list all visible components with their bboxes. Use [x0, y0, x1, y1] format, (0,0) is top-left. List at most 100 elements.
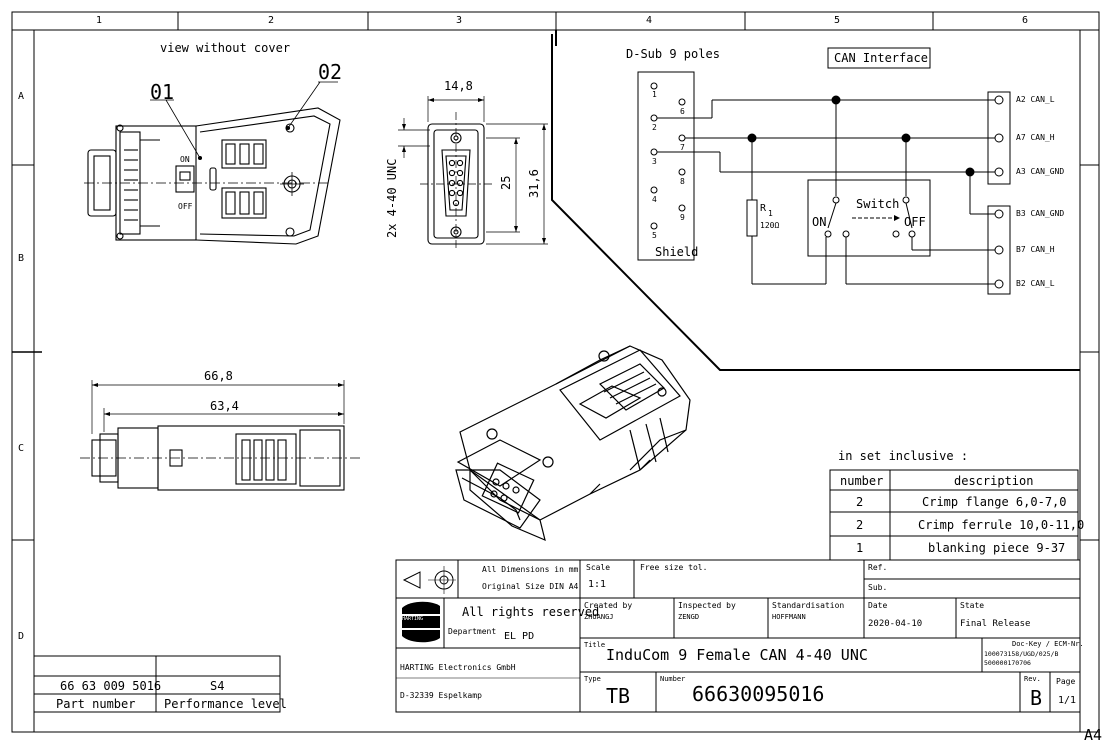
performance-level-value: S4 — [210, 679, 225, 693]
pin-9: 9 — [680, 213, 685, 222]
created-value: ZHUANGJ — [584, 613, 614, 621]
column-label-6: 6 — [1022, 15, 1029, 26]
set-row-2-number: 2 — [856, 518, 864, 532]
free-size-tol: Free size tol. — [640, 563, 708, 572]
department-label: Department — [448, 627, 497, 636]
side-view-drawing — [80, 380, 360, 491]
set-row-1-number: 2 — [856, 495, 864, 509]
performance-level-label: Performance level — [164, 697, 287, 711]
terminal-b3: B3 CAN_GND — [1016, 209, 1065, 218]
set-col-number: number — [840, 474, 884, 488]
switch-off-label: OFF — [904, 215, 926, 229]
inspected-value: ZENGD — [678, 613, 700, 621]
sub-label: Sub. — [868, 583, 888, 592]
created-label: Created by — [584, 601, 633, 610]
pin-4: 4 — [652, 195, 657, 204]
page-value: 1/1 — [1058, 695, 1077, 706]
title-value: InduCom 9 Female CAN 4-40 UNC — [606, 646, 868, 664]
standard-value: HOFFMANN — [772, 613, 806, 621]
dockey-value-2: 500000170706 — [984, 659, 1031, 667]
resistor-value: 120Ω — [760, 221, 780, 230]
dsub-label: D-Sub 9 poles — [626, 47, 720, 61]
can-schematic — [551, 30, 1080, 371]
part-number-value: 66 63 009 5016 — [60, 679, 162, 693]
dim-inner-height: 25 — [499, 175, 513, 190]
set-col-description: description — [954, 474, 1034, 488]
callout-01: 01 — [150, 80, 175, 104]
set-inclusive-title: in set inclusive : — [838, 449, 969, 463]
set-row-2-description: Crimp ferrule 10,0-11,0 — [918, 518, 1085, 532]
terminal-a7: A7 CAN_H — [1016, 133, 1055, 142]
inner-frame — [33, 29, 1081, 733]
ref-label: Ref. — [868, 563, 888, 572]
inspected-label: Inspected by — [678, 601, 736, 610]
terminal-a3: A3 CAN_GND — [1016, 167, 1065, 176]
resistor-label: R — [760, 203, 767, 214]
pin-3: 3 — [652, 157, 657, 166]
row-label-a: A — [18, 91, 25, 102]
view-caption: view without cover — [160, 41, 291, 55]
column-label-5: 5 — [834, 15, 841, 26]
pin-7: 7 — [680, 143, 685, 152]
row-label-b: B — [18, 253, 25, 264]
set-row-3-description: blanking piece 9-37 — [928, 541, 1066, 555]
dsub-box — [637, 71, 695, 261]
number-value: 66630095016 — [692, 682, 825, 706]
resistor-symbol — [746, 199, 758, 237]
can-interface-label: CAN Interface — [834, 51, 928, 65]
pin-2: 2 — [652, 123, 657, 132]
switch-box — [807, 179, 931, 257]
end-view-drawing — [398, 96, 548, 248]
rights-text: All rights reserved — [462, 605, 600, 619]
terminal-block-a — [987, 91, 1011, 185]
row-label-c: C — [18, 443, 25, 454]
projection-symbol — [402, 571, 421, 589]
column-label-2: 2 — [268, 15, 275, 26]
date-value: 2020-04-10 — [868, 619, 923, 629]
terminal-b7: B7 CAN_H — [1016, 245, 1055, 254]
column-label-4: 4 — [646, 15, 653, 26]
terminal-a2: A2 CAN_L — [1016, 95, 1055, 104]
department-value: EL PD — [504, 631, 535, 642]
state-value: Final Release — [960, 619, 1031, 629]
front-switch-on: ON — [180, 155, 190, 164]
dim-body-length: 63,4 — [210, 399, 239, 413]
state-label: State — [960, 601, 985, 610]
title-block-grid — [33, 559, 1081, 713]
column-label-1: 1 — [96, 15, 103, 26]
front-switch-off: OFF — [178, 202, 193, 211]
callout-02: 02 — [318, 60, 343, 84]
dockey-value-1: 100073158/UGD/025/B — [984, 650, 1059, 658]
set-row-1-description: Crimp flange 6,0-7,0 — [922, 495, 1067, 509]
shield-label: Shield — [655, 245, 699, 259]
harting-logo: HARTING — [402, 616, 424, 622]
switch-on-label: ON — [812, 215, 827, 229]
company-address: D-32339 Espelkamp — [400, 691, 482, 700]
dockey-label: Doc-Key / ECM-Nr. — [1012, 640, 1084, 648]
scale-value: 1:1 — [588, 579, 607, 590]
set-row-3-number: 1 — [856, 541, 864, 555]
outer-frame — [11, 11, 1100, 733]
column-label-3: 3 — [456, 15, 463, 26]
pin-6: 6 — [680, 107, 685, 116]
dim-thread: 2x 4-40 UNC — [385, 158, 399, 238]
row-label-d: D — [18, 631, 25, 642]
type-label: Type — [584, 675, 601, 683]
date-label: Date — [868, 601, 888, 610]
standard-label: Standardisation — [772, 601, 845, 610]
switch-label: Switch — [856, 197, 900, 211]
company-name: HARTING Electronics GmbH — [400, 663, 516, 672]
terminal-b2: B2 CAN_L — [1016, 279, 1055, 288]
sheet-size: A4 — [1084, 726, 1103, 744]
pin-1: 1 — [652, 90, 657, 99]
pin-5: 5 — [652, 231, 657, 240]
dim-width: 14,8 — [444, 79, 473, 93]
number-label: Number — [660, 675, 686, 683]
scale-label: Scale — [586, 563, 611, 572]
front-view-drawing — [84, 81, 341, 245]
terminal-block-b — [987, 205, 1011, 295]
part-number-label: Part number — [56, 697, 136, 711]
title-label: Title — [584, 641, 606, 649]
pin-8: 8 — [680, 177, 685, 186]
